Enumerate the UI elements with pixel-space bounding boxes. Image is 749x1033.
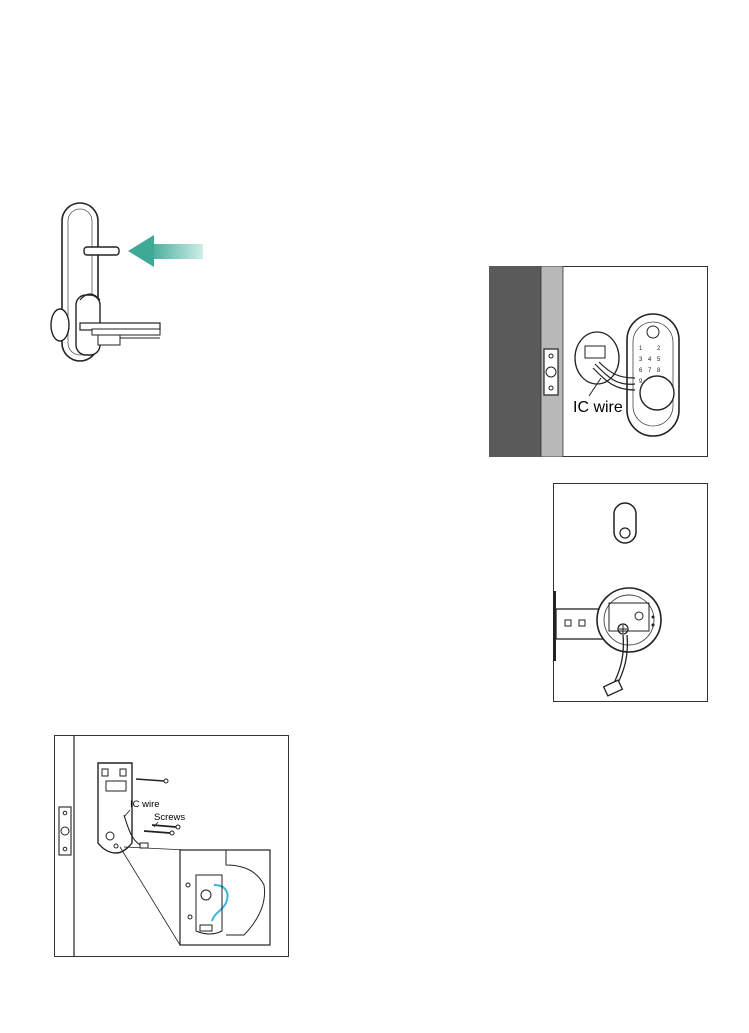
rear-plate-svg	[553, 483, 708, 702]
mounting-plate-figure: IC wire Screws	[54, 735, 289, 957]
mount-ic-wire-label: IC wire	[130, 799, 160, 810]
keypad-lock-body	[627, 314, 679, 436]
lock-side-view-figure	[40, 195, 215, 370]
detail-inset	[180, 850, 270, 945]
mounting-plate-svg: IC wire Screws	[54, 735, 289, 957]
keypad-wire-figure: 12 345 678 90* IC wire	[489, 266, 708, 457]
knob	[640, 376, 674, 410]
keypad-wire-svg: 12 345 678 90* IC wire	[489, 266, 708, 457]
lock-side-view-svg	[40, 195, 215, 370]
screws-label: Screws	[154, 812, 185, 823]
round-mount-plate	[597, 588, 661, 652]
spindle-pill	[614, 503, 636, 543]
insert-direction-arrow-icon	[128, 235, 203, 267]
spindle-bar	[84, 247, 119, 255]
door-face	[489, 266, 541, 457]
rear-plate-figure	[553, 483, 708, 702]
ic-wire-label: IC wire	[573, 399, 623, 416]
